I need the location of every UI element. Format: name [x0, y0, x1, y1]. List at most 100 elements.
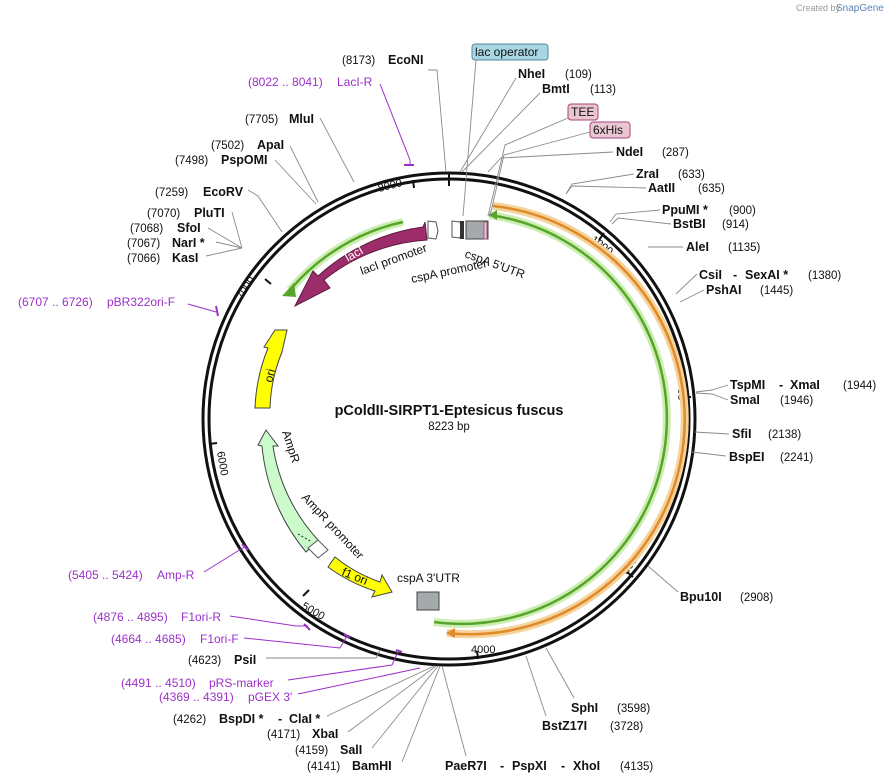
sphi-leader	[545, 647, 575, 699]
pluti-leader	[231, 211, 243, 249]
smai-leader	[695, 392, 729, 401]
f1-ori-feature-arrow	[327, 556, 393, 598]
amp-r-range: (5405 .. 5424)	[68, 568, 143, 582]
tee-leader	[487, 117, 569, 217]
laci-green-arc	[289, 220, 404, 291]
enzyme-csii-sexai: CsiI - SexAI * (1380)	[675, 268, 841, 295]
kasi-leader	[205, 247, 243, 257]
tspmi-name: TspMI	[730, 378, 765, 392]
pshai-leader	[679, 289, 705, 303]
paer7i-leader	[441, 665, 467, 757]
zrai-pos: (633)	[678, 169, 705, 181]
f1ori-f-leader	[243, 635, 348, 649]
pbr322ori-f-leader	[187, 303, 217, 313]
mlui-pos: (7705)	[245, 114, 278, 126]
tspmi-leader	[695, 384, 729, 393]
bstz17i-name: BstZ17I	[542, 719, 587, 733]
plasmid-name: pColdII-SIRPT1-Eptesicus fuscus	[335, 403, 564, 419]
mlui-leader	[319, 117, 355, 183]
bstz17i-leader	[525, 655, 547, 717]
prs-marker-range: (4491 .. 4510)	[121, 676, 196, 690]
sphi-pos: (3598)	[617, 703, 650, 715]
zrai-leader	[565, 173, 635, 195]
psii-leader	[266, 649, 381, 659]
csii-leader	[675, 273, 698, 295]
econi-name: EcoNI	[388, 53, 423, 67]
laci-green-arrowhead	[282, 283, 296, 297]
smai-name: SmaI	[730, 393, 760, 407]
econi-pos: (8173)	[342, 55, 375, 67]
insert-green-arrowhead	[489, 210, 497, 220]
sali-leader	[371, 665, 439, 749]
tick-7000	[264, 278, 272, 285]
bspdi-pos: (4262)	[173, 714, 206, 726]
enzyme-sali: (4159) SalI	[295, 665, 439, 757]
paer7i-name: PaeR7I	[445, 759, 487, 773]
bmti-pos: (113)	[590, 84, 616, 96]
tee-mark	[483, 221, 488, 240]
f1ori-r-range: (4876 .. 4895)	[93, 610, 168, 624]
amp-r-mark	[241, 543, 249, 551]
nari-leader	[215, 241, 243, 249]
kasi-name: KasI	[172, 251, 198, 265]
pbr322ori-f-mark	[215, 305, 219, 317]
ecorv-name: EcoRV	[203, 185, 244, 199]
primer-f1ori-r: (4876 .. 4895) F1ori-R	[93, 610, 311, 631]
bspei-pos: (2241)	[780, 452, 813, 464]
lac-operator-box-label: lac operator	[475, 45, 538, 59]
primer-f1ori-f: (4664 .. 4685) F1ori-F	[111, 632, 351, 649]
enzyme-ecorv: (7259) EcoRV	[155, 185, 283, 233]
apai-name: ApaI	[257, 138, 284, 152]
laci-r-name: LacI-R	[337, 75, 373, 89]
enzyme-smai: SmaI (1946)	[695, 392, 813, 407]
primer-laci-r: (8022 .. 8041) LacI-R	[248, 75, 414, 166]
nhei-pos: (109)	[565, 69, 592, 81]
enzyme-nhei: NheI (109)	[459, 67, 592, 173]
tick-6000	[208, 442, 218, 445]
enzyme-ecoNI: (8173) EcoNI	[342, 53, 447, 173]
6xhis-box-label: 6xHis	[593, 123, 623, 137]
bspdi-name: BspDI *	[219, 712, 264, 726]
enzyme-bspei: BspEI (2241)	[691, 450, 813, 464]
tick-label-6000: 6000	[214, 450, 230, 476]
xmai-name: XmaI	[790, 378, 820, 392]
paer7i-sep: -	[500, 759, 504, 773]
brand-snapgene: SnapGene	[836, 3, 884, 14]
primer-pbr322ori-f: (6707 .. 6726) pBR322ori-F	[18, 295, 219, 317]
ppumi-pos: (900)	[729, 205, 756, 217]
sfii-name: SfiI	[732, 427, 751, 441]
tick-label-8000: 8000	[377, 177, 404, 195]
pbr322ori-f-range: (6707 .. 6726)	[18, 295, 93, 309]
ampr-dashed-divider	[297, 533, 313, 543]
enzyme-sfoi: (7068) SfoI	[130, 221, 243, 249]
enzyme-pspomi: (7498) PspOMI	[175, 153, 317, 205]
ampr-label: AmpR	[279, 429, 303, 465]
sphi-name: SphI	[571, 701, 598, 715]
ppumi-leader	[609, 209, 661, 223]
smai-pos: (1946)	[780, 395, 813, 407]
csii-pos: (1380)	[808, 270, 841, 282]
bmti-leader	[461, 92, 541, 173]
ori-label: ori	[261, 367, 278, 383]
prs-marker-mark	[395, 649, 403, 653]
enzyme-psii: (4623) PsiI	[188, 649, 381, 667]
f1-ori-label: f1 ori	[340, 565, 370, 588]
cspa-3utr-box	[416, 591, 440, 611]
insert-orange-arrowhead	[446, 628, 455, 638]
plasmid-size: 8223 bp	[428, 421, 470, 433]
kasi-pos: (7066)	[127, 253, 160, 265]
enzyme-tspmi-xmai: TspMI - XmaI (1944)	[695, 378, 876, 393]
xbai-pos: (4171)	[267, 729, 300, 741]
insert-green-arc	[433, 213, 669, 626]
amp-r-name: Amp-R	[157, 568, 195, 582]
bspdi-leader	[326, 665, 435, 717]
tick-label-5000: 5000	[300, 600, 327, 623]
enzyme-apai: (7502) ApaI	[211, 138, 319, 203]
enzyme-ndei: NdeI (287)	[487, 145, 689, 173]
lac-operator-mark	[460, 221, 464, 239]
lac-operator-leader	[462, 59, 477, 217]
brand-created-by: Created by	[796, 3, 841, 13]
sfoi-leader	[207, 227, 243, 249]
enzyme-alei: AleI (1135)	[648, 240, 761, 254]
